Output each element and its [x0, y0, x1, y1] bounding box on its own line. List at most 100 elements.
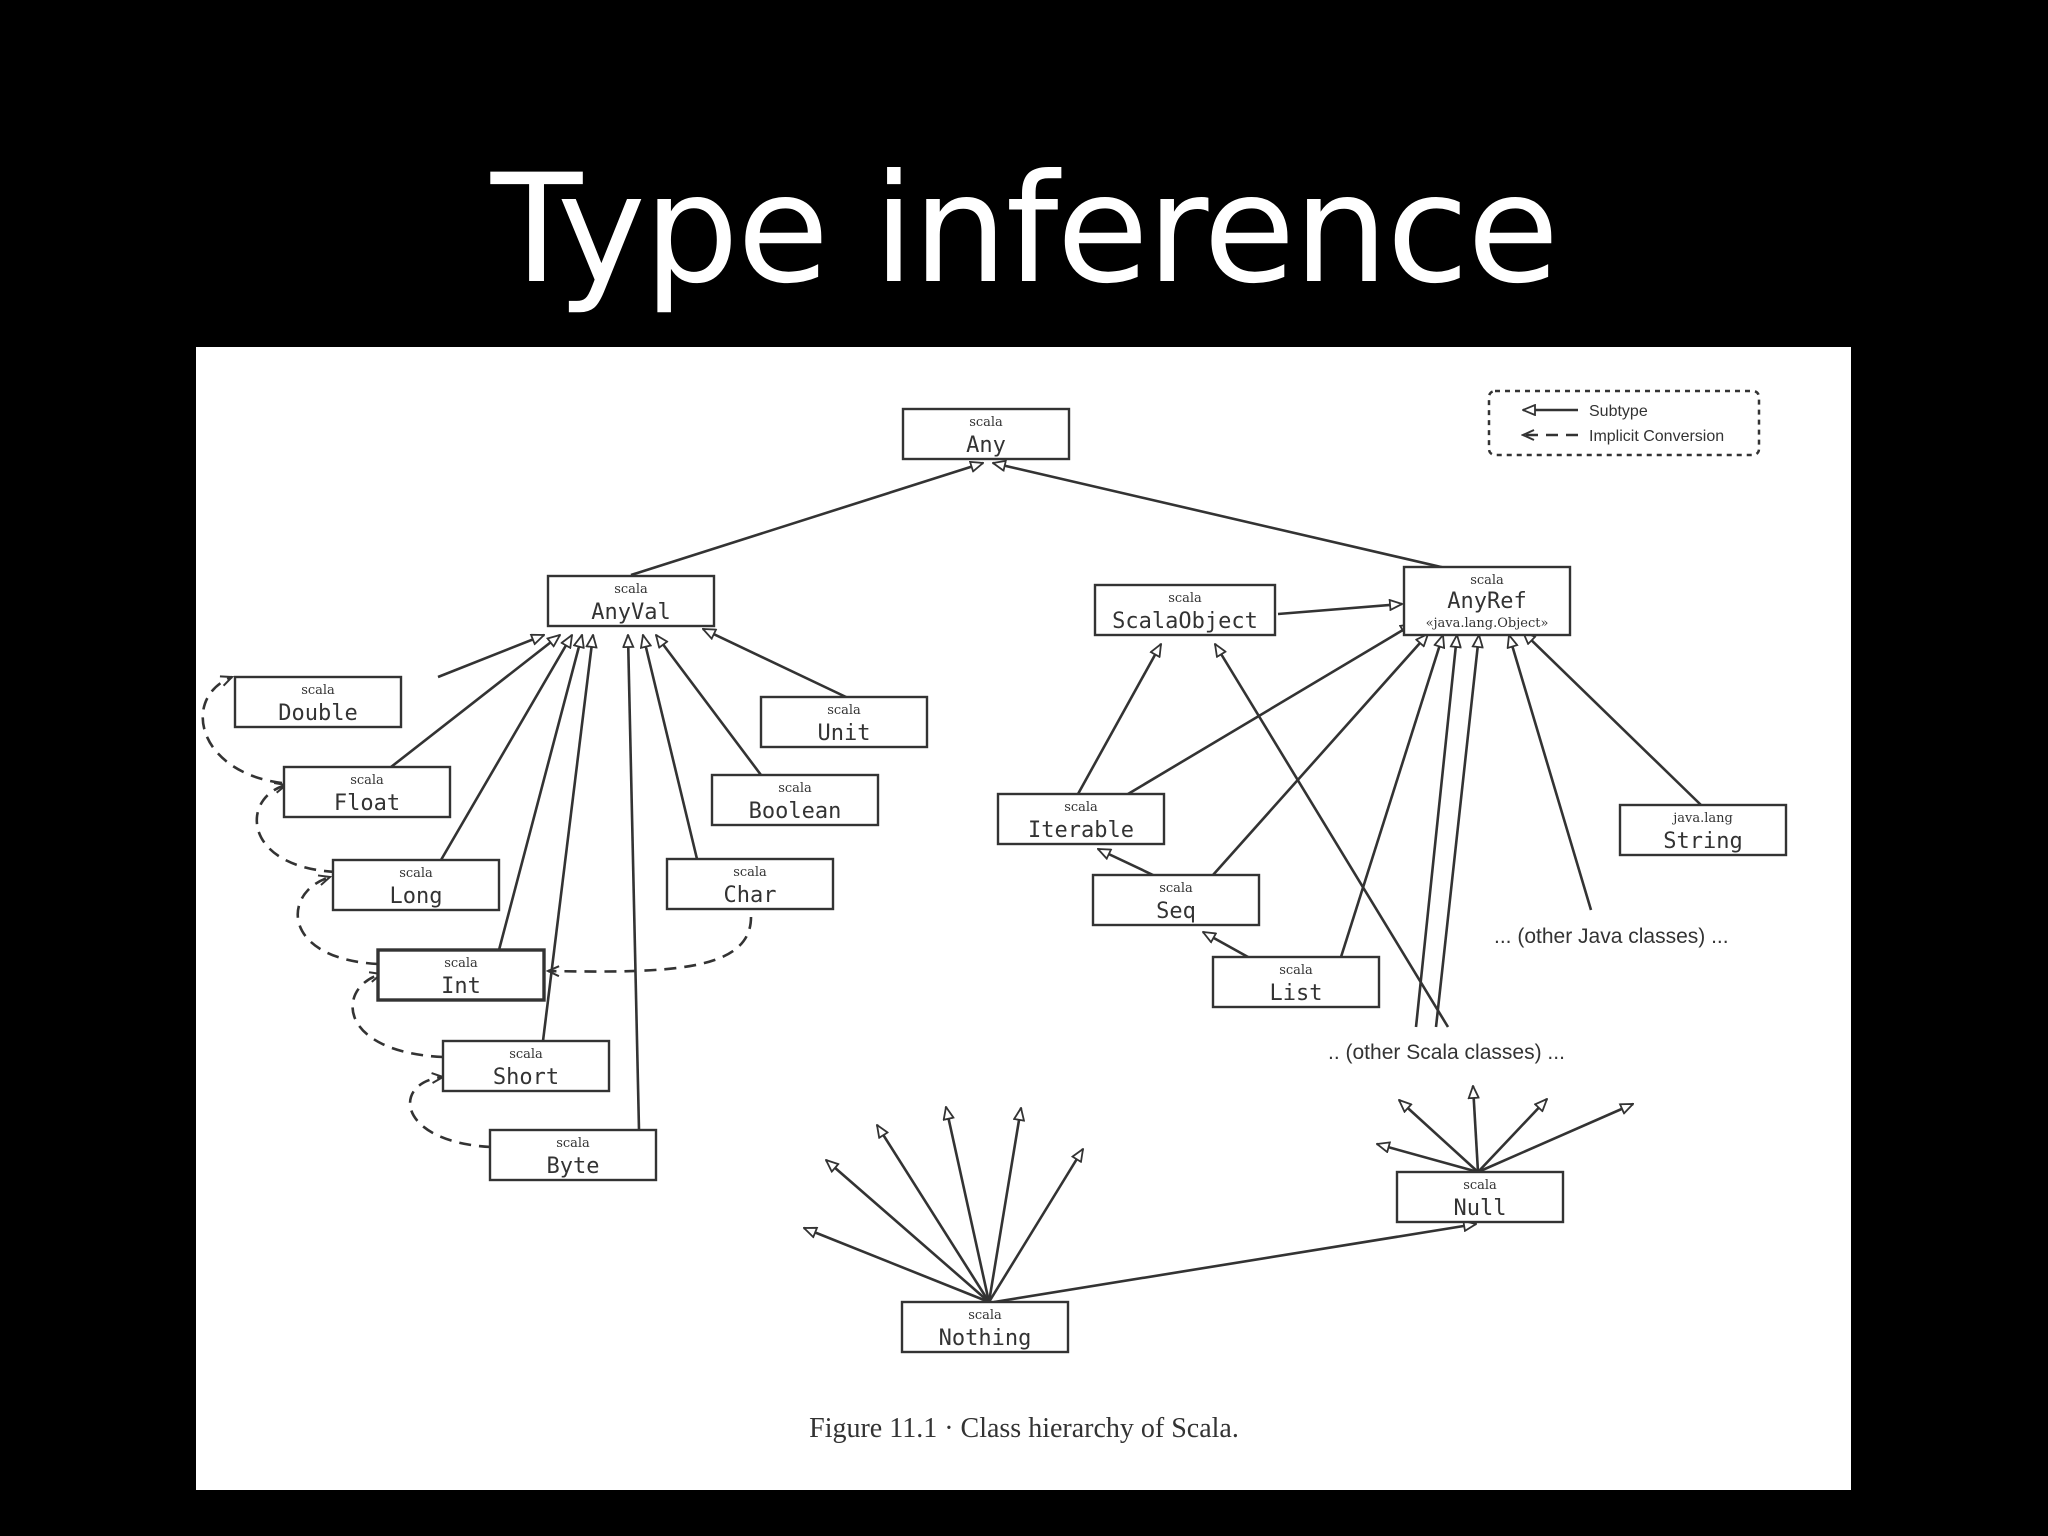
node-long: scala Long: [331, 858, 501, 912]
edge-otherscala-scalaobject: [1215, 644, 1450, 1028]
int-name: Int: [441, 974, 481, 999]
scalaobject-name: ScalaObject: [1112, 609, 1258, 634]
iterable-pkg: scala: [1064, 800, 1098, 815]
node-boolean: scala Boolean: [710, 773, 880, 827]
nothing-box: [900, 1300, 1070, 1354]
node-float: scala Float: [282, 765, 452, 819]
anyref-pkg: scala: [1470, 573, 1504, 588]
anyref-box: [1402, 565, 1572, 637]
node-nothing: scala Nothing: [900, 1300, 1070, 1354]
unit-name: Unit: [818, 721, 871, 746]
scalaobject-pkg: scala: [1168, 591, 1202, 606]
edge-float-anyval: [390, 635, 560, 769]
nothing-name: Nothing: [939, 1326, 1032, 1351]
slide-title: Type inference: [490, 143, 1560, 317]
edge-nothing-up-2: [826, 1160, 990, 1303]
seq-name: Seq: [1156, 899, 1196, 924]
any-box: [901, 407, 1071, 461]
edge-unit-anyval: [703, 627, 847, 699]
node-char: scala Char: [665, 857, 835, 911]
edge-null-up-1: [1377, 1144, 1479, 1174]
byte-pkg: scala: [556, 1136, 590, 1151]
boolean-pkg: scala: [778, 781, 812, 796]
null-name: Null: [1454, 1196, 1507, 1221]
node-double: scala Double: [233, 675, 403, 729]
node-anyval: scala AnyVal: [546, 574, 716, 628]
scalaobject-box: [1093, 583, 1277, 637]
subtype-edges: [390, 463, 1702, 1304]
edge-byte-anyval: [628, 635, 641, 1131]
iterable-name: Iterable: [1028, 818, 1134, 843]
list-box: [1211, 955, 1381, 1009]
list-name: List: [1270, 981, 1323, 1006]
boolean-box: [710, 773, 880, 827]
node-scalaobject: scala ScalaObject: [1093, 583, 1277, 637]
iterable-box: [996, 792, 1166, 846]
edge-iterable-scalaobject: [1076, 644, 1163, 795]
int-pkg: scala: [444, 956, 478, 971]
implicit-int-long: [296, 877, 379, 966]
edge-null-up-3: [1473, 1086, 1478, 1173]
unit-pkg: scala: [827, 703, 861, 718]
char-box: [665, 857, 835, 911]
edge-null-up-2: [1399, 1100, 1479, 1173]
anyval-name: AnyVal: [591, 600, 670, 625]
edge-string-anyref: [1523, 632, 1702, 806]
edge-otherscala2-anyref: [1434, 635, 1479, 1028]
edge-nothing-up-1: [804, 1226, 990, 1304]
string-pkg: java.lang: [1671, 811, 1733, 826]
legend-frame: [1487, 389, 1761, 457]
anyref-note: «java.lang.Object»: [1426, 616, 1549, 631]
legend-implicit-label: Implicit Conversion: [1589, 428, 1724, 445]
edge-nothing-up-6: [987, 1149, 1083, 1303]
null-box: [1395, 1170, 1565, 1224]
node-list: scala List: [1211, 955, 1381, 1009]
byte-box: [488, 1128, 658, 1182]
other-java-classes-label: ... (other Java classes) ...: [1494, 925, 1729, 948]
edge-otherscala-anyref: [1414, 635, 1457, 1028]
edge-seq-iterable: [1098, 847, 1154, 877]
edge-boolean-anyval: [656, 635, 763, 776]
edge-int-anyval: [497, 635, 582, 951]
edge-anyref-any: [993, 463, 1455, 572]
edge-null-up-4: [1477, 1099, 1547, 1173]
nothing-pkg: scala: [968, 1308, 1002, 1323]
edge-seq-anyref: [1212, 634, 1428, 876]
long-pkg: scala: [399, 866, 433, 881]
node-seq: scala Seq: [1091, 873, 1261, 927]
node-string: java.lang String: [1618, 803, 1788, 857]
string-box: [1618, 803, 1788, 857]
float-box: [282, 765, 452, 819]
char-name: Char: [724, 883, 777, 908]
edge-double-anyval: [437, 633, 544, 679]
node-unit: scala Unit: [759, 695, 929, 749]
edge-list-anyref: [1339, 635, 1443, 958]
edge-short-anyval: [541, 635, 593, 1042]
double-name: Double: [278, 701, 357, 726]
edge-nothing-up-4: [946, 1107, 991, 1303]
long-box: [331, 858, 501, 912]
implicit-char-int: [548, 916, 753, 972]
short-box: [441, 1039, 611, 1093]
legend-subtype-label: Subtype: [1589, 403, 1648, 420]
seq-pkg: scala: [1159, 881, 1193, 896]
edge-char-anyval: [643, 635, 699, 860]
edge-iterable-anyref: [1127, 624, 1413, 796]
edge-nothing-up-5: [987, 1108, 1021, 1303]
node-short: scala Short: [441, 1039, 611, 1093]
string-name: String: [1663, 829, 1742, 854]
implicit-long-float: [255, 785, 337, 874]
anyval-pkg: scala: [614, 582, 648, 597]
edge-nothing-null: [993, 1224, 1476, 1304]
long-name: Long: [390, 884, 443, 909]
edge-scalaobject-anyref: [1277, 604, 1402, 616]
implicit-short-int: [351, 974, 444, 1059]
edge-anyval-any: [630, 463, 983, 577]
implicit-float-double: [201, 677, 283, 785]
unit-box: [759, 695, 929, 749]
char-pkg: scala: [733, 865, 767, 880]
edge-otherjava-anyref: [1509, 635, 1593, 911]
other-scala-classes-label: .. (other Scala classes) ...: [1328, 1041, 1565, 1064]
seq-box: [1091, 873, 1261, 927]
edge-list-seq: [1203, 930, 1249, 959]
